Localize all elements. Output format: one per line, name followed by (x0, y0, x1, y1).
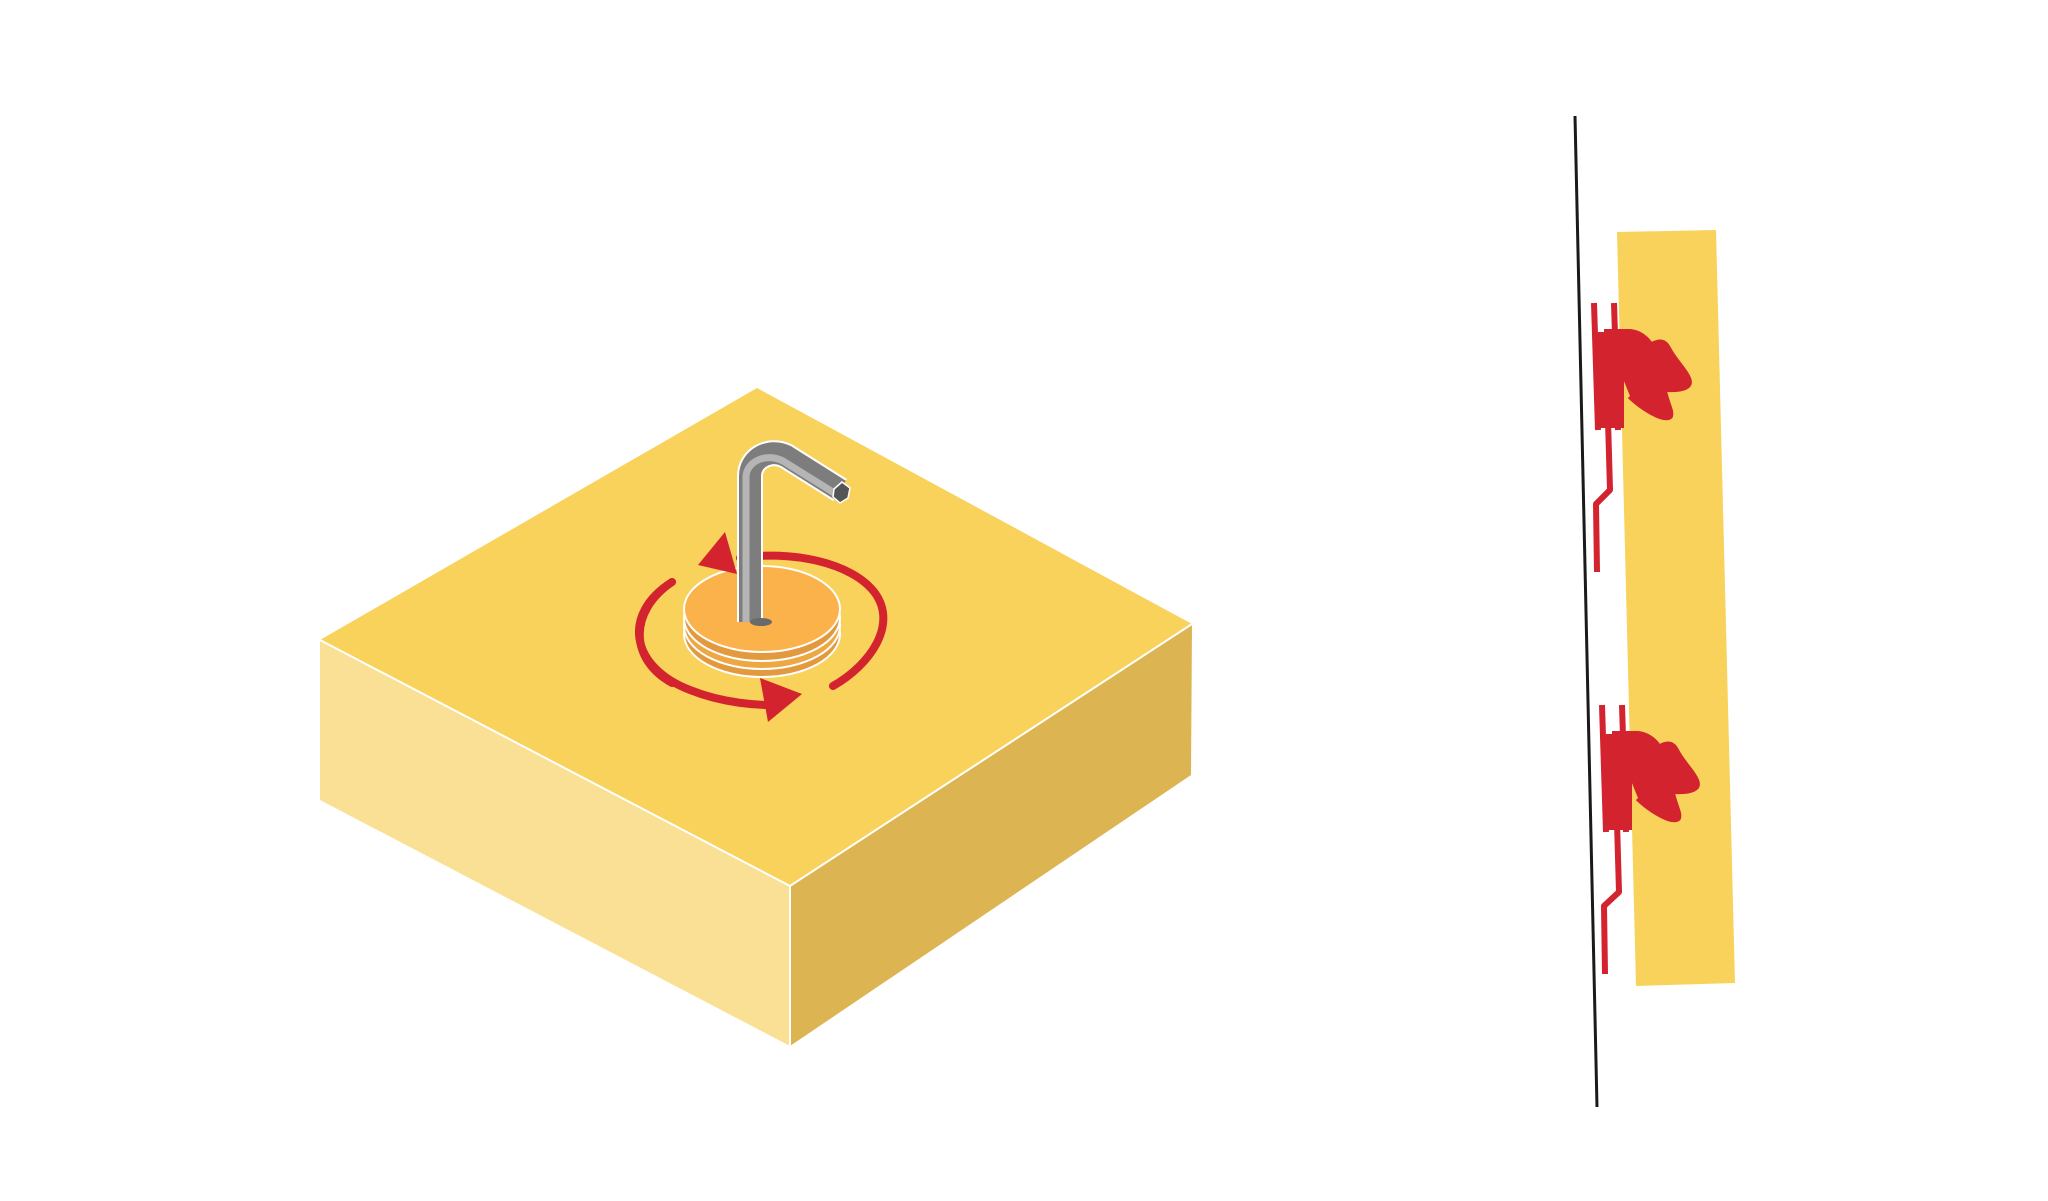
mounting-bracket-bottom (1599, 704, 1700, 975)
hex-key-base (750, 618, 772, 626)
wall-line (1573, 115, 1599, 1108)
block-right-face (790, 624, 1192, 1046)
bracket-top-rail-a (1591, 302, 1601, 431)
bracket-bottom-plate (1606, 734, 1632, 830)
hex-key-icon (737, 440, 851, 626)
arrowhead-top (698, 532, 737, 574)
bracket-bottom-catch (1657, 741, 1700, 795)
hex-key-highlight (742, 454, 838, 622)
side-view-panel (1573, 115, 1735, 1108)
bracket-bottom-rail-a (1599, 704, 1609, 833)
arrowhead-bottom (760, 678, 802, 722)
block-left-face (320, 640, 790, 1046)
rotation-arrowheads (635, 532, 802, 722)
rotation-arc-top (736, 551, 888, 690)
bracket-top-hook (1593, 419, 1613, 573)
hex-key-tip (832, 481, 851, 504)
bracket-top-plate (1598, 332, 1624, 428)
bracket-bottom-hook (1601, 821, 1622, 975)
mounting-bracket-top (1591, 302, 1692, 573)
bracket-top-catch (1649, 339, 1692, 393)
rotation-arc-left (635, 578, 676, 687)
